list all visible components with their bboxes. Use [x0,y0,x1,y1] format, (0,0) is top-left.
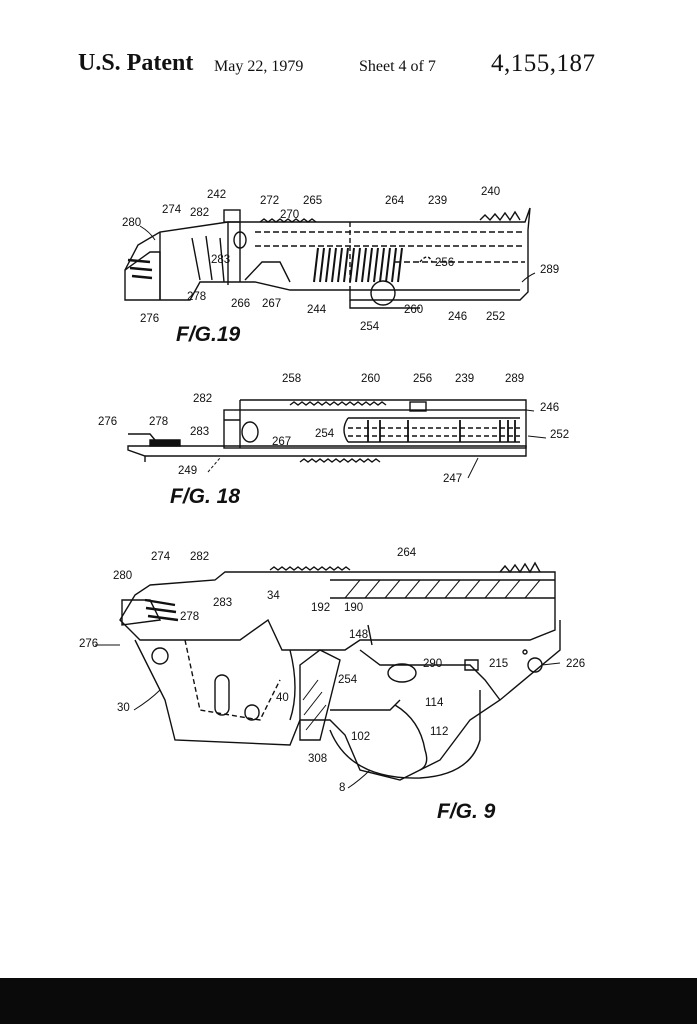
fig19-label-280: 280 [122,217,141,229]
fig18-label-276: 276 [98,416,117,428]
fig9-label-276: 276 [79,638,98,650]
fig19-label-242: 242 [207,189,226,201]
fig19-drawing [124,207,531,309]
fig9-label-290: 290 [423,658,442,670]
scan-bottom-border [0,978,697,1024]
fig18-label-254: 254 [315,428,335,440]
fig9-label-40: 40 [276,692,289,704]
fig18-label-260: 260 [361,373,380,385]
fig19-label-246: 246 [448,311,467,323]
fig9-label-8: 8 [339,782,345,794]
fig9-label-114: 114 [425,697,444,709]
fig9-label-215: 215 [489,658,508,670]
fig18-label-246: 246 [540,402,559,414]
fig9-label-264: 264 [397,547,417,559]
fig19-label-270: 270 [280,209,299,221]
fig19-labels: 242 274 282 272 265 264 239 240 280 270 … [122,186,559,346]
fig19-label-264: 264 [385,195,405,207]
fig18-label-258: 258 [282,373,301,385]
fig19-caption: F/G.19 [176,323,241,346]
patent-date: May 22, 1979 [214,58,304,75]
fig9-label-283: 283 [213,597,232,609]
fig18-label-252: 252 [550,429,569,441]
fig19-label-265: 265 [303,195,322,207]
fig9-label-274: 274 [151,551,171,563]
fig19-label-267: 267 [262,298,281,310]
fig18-label-278: 278 [149,416,168,428]
fig19-label-256: 256 [435,257,454,269]
fig9-drawing [119,561,561,781]
fig19-label-276: 276 [140,313,159,325]
fig9-label-190: 190 [344,602,363,614]
fig19-label-274: 274 [162,204,182,216]
fig9-labels: 274 282 264 280 283 34 192 190 278 148 2… [79,547,585,823]
fig18-label-239: 239 [455,373,474,385]
fig9-label-254: 254 [338,674,358,686]
fig19-label-244: 244 [307,304,327,316]
fig18-label-282: 282 [193,393,212,405]
sheet-number: Sheet 4 of 7 [359,58,436,75]
fig9-label-34: 34 [267,590,280,602]
fig19-label-239: 239 [428,195,447,207]
fig19-label-282: 282 [190,207,209,219]
fig18-caption: F/G. 18 [170,485,240,508]
fig18-label-249: 249 [178,465,197,477]
fig9-label-30: 30 [117,702,130,714]
patent-number: 4,155,187 [491,50,596,77]
fig9-label-278: 278 [180,611,199,623]
fig18-label-283: 283 [190,426,209,438]
leader-lines [95,225,561,789]
fig18-label-247: 247 [443,473,462,485]
fig18-label-256: 256 [413,373,432,385]
fig9-label-308: 308 [308,753,327,765]
fig18-label-267: 267 [272,436,291,448]
patent-title: U.S. Patent [78,50,194,76]
fig9-caption: F/G. 9 [437,800,496,823]
fig19-label-260: 260 [404,304,423,316]
fig9-label-280: 280 [113,570,132,582]
fig9-label-192: 192 [311,602,330,614]
fig9-label-282: 282 [190,551,209,563]
fig19-label-278: 278 [187,291,206,303]
fig18-drawing [127,399,527,463]
fig9-label-148: 148 [349,629,368,641]
fig19-label-254: 254 [360,321,380,333]
fig9-label-226: 226 [566,658,585,670]
fig18-labels: 258 260 256 239 289 282 246 276 278 283 … [98,373,569,508]
fig19-label-289: 289 [540,264,559,276]
fig19-label-266: 266 [231,298,250,310]
fig19-label-283: 283 [211,254,230,266]
fig19-label-272: 272 [260,195,279,207]
fig9-label-102: 102 [351,731,370,743]
fig18-label-289: 289 [505,373,524,385]
fig19-label-252: 252 [486,311,505,323]
fig9-label-112: 112 [430,726,448,738]
fig19-label-240: 240 [481,186,500,198]
